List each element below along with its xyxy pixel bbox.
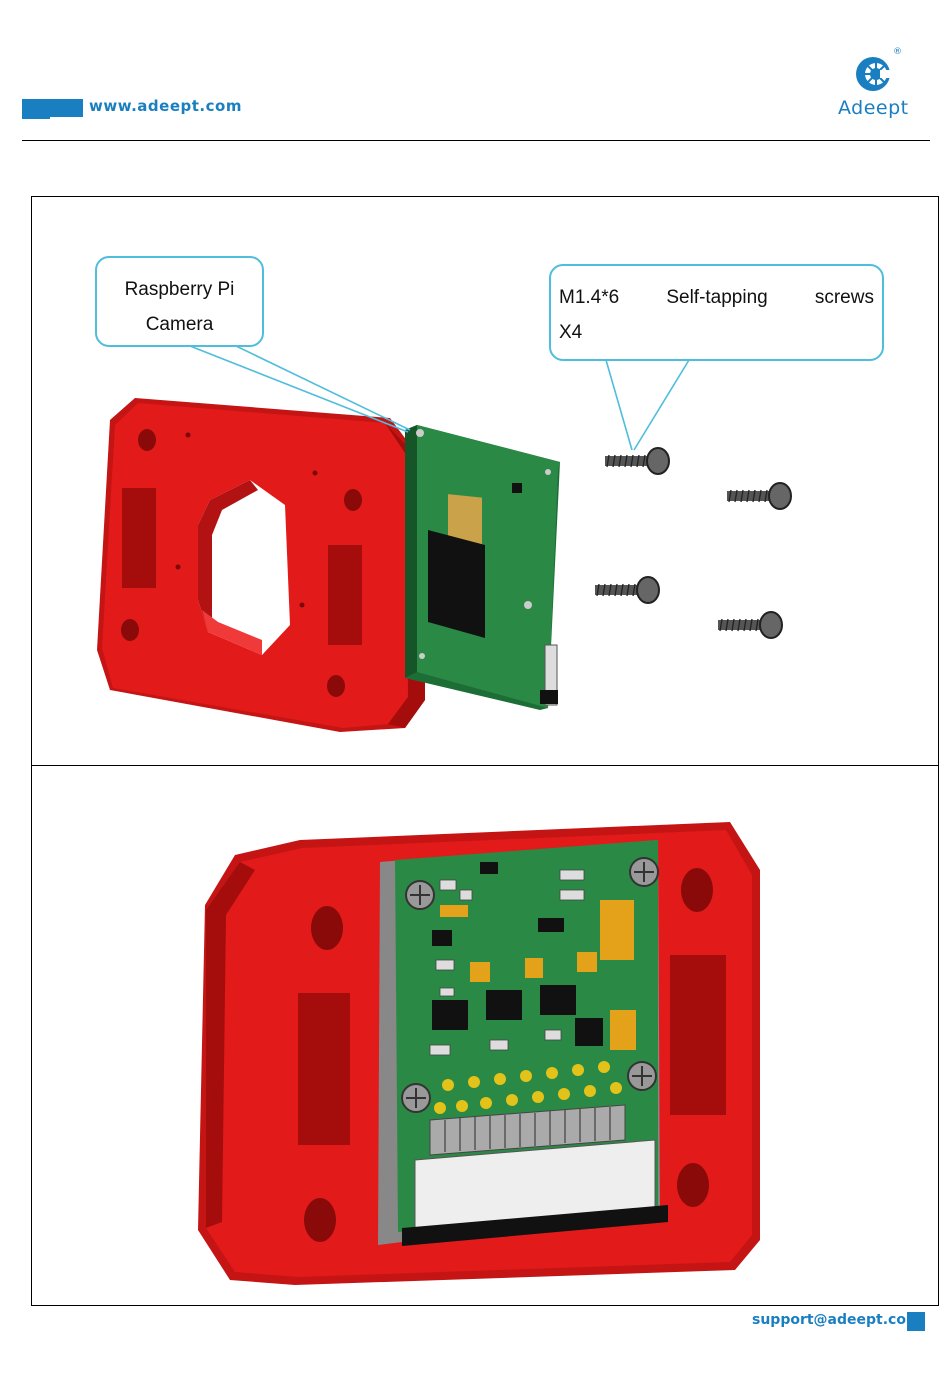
screw-item: screws xyxy=(815,280,874,315)
callout-camera: Raspberry Pi Camera xyxy=(95,256,264,347)
footer-accent-box xyxy=(907,1312,925,1331)
screw-icon xyxy=(595,448,791,638)
footer-email[interactable]: support@adeept.com xyxy=(752,1312,921,1328)
screw-type: Self-tapping xyxy=(666,280,767,315)
assembled-holder-illustration xyxy=(198,822,760,1285)
callout-screws: M1.4*6 Self-tapping screws X4 xyxy=(549,264,884,361)
camera-module-illustration xyxy=(405,425,560,710)
screw-quantity: X4 xyxy=(559,315,874,350)
callout-camera-line1: Raspberry Pi xyxy=(97,272,262,307)
camera-holder-illustration xyxy=(97,398,425,732)
callout-camera-line2: Camera xyxy=(97,307,262,342)
screw-size: M1.4*6 xyxy=(559,280,619,315)
